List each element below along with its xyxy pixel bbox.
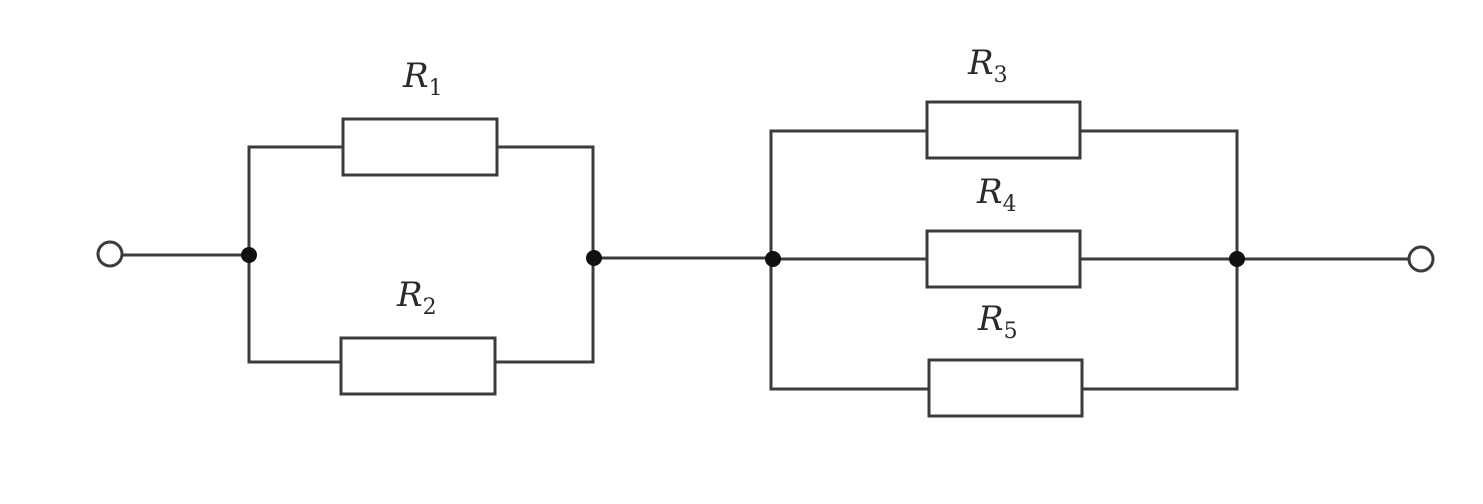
junction-node-3 xyxy=(765,251,781,267)
label-r4-symbol: R xyxy=(976,172,1003,212)
output-terminal xyxy=(1407,245,1435,273)
label-r2-symbol: R xyxy=(396,275,423,315)
label-r3-symbol: R xyxy=(967,43,994,83)
left-parallel-group xyxy=(121,117,595,396)
label-r5: R5 xyxy=(977,299,1018,344)
label-r1-subscript: 1 xyxy=(429,76,443,101)
junction-node-1 xyxy=(241,247,257,263)
label-r4: R4 xyxy=(976,172,1017,217)
junction-node-4 xyxy=(1229,251,1245,267)
resistor-r2 xyxy=(339,336,497,396)
label-r1: R1 xyxy=(402,56,443,101)
label-r4-subscript: 4 xyxy=(1003,192,1017,217)
label-r3-subscript: 3 xyxy=(994,63,1008,88)
resistor-r3 xyxy=(925,100,1082,160)
label-r2-subscript: 2 xyxy=(423,295,437,320)
label-r5-subscript: 5 xyxy=(1004,319,1018,344)
input-terminal xyxy=(96,240,124,268)
junction-node-2 xyxy=(586,250,602,266)
label-r1-symbol: R xyxy=(402,56,429,96)
label-r2: R2 xyxy=(396,275,437,320)
resistor-r5 xyxy=(927,358,1084,418)
resistor-r1 xyxy=(341,117,499,177)
right-parallel-group xyxy=(769,100,1239,418)
resistor-r4 xyxy=(925,229,1082,289)
label-r3: R3 xyxy=(967,43,1008,88)
label-r5-symbol: R xyxy=(977,299,1004,339)
